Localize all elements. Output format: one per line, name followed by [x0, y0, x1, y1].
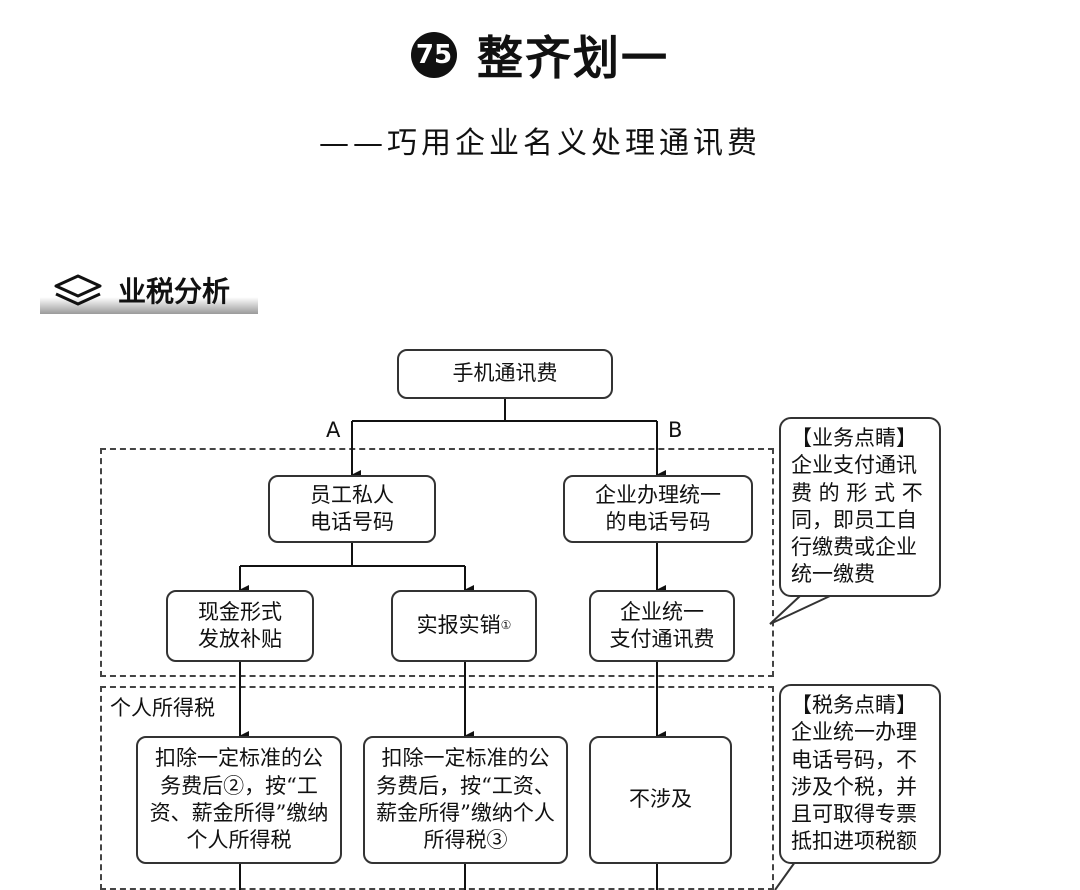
page-title: 75 整齐划一: [0, 22, 1080, 88]
business-note-callout: 【业务点睛】 企业支付通讯 费 的 形 式 不 同，即员工自 行缴费或企业 统一…: [779, 417, 941, 597]
company-pays-node: 企业统一 支付通讯费: [589, 590, 735, 662]
chapter-subtitle: ——巧用企业名义处理通讯费: [319, 126, 761, 161]
tax-section-label: 个人所得税: [110, 696, 215, 720]
section-label: 业税分析: [118, 275, 231, 308]
business-region: [100, 448, 774, 677]
root-node: 手机通讯费: [397, 349, 613, 399]
layers-icon: [54, 274, 102, 306]
branch-label-a: A: [326, 418, 341, 442]
actual-reimbursement-label: 实报实销: [416, 613, 501, 638]
chapter-number-badge: 75: [411, 32, 457, 78]
cash-subsidy-node: 现金形式 发放补贴: [166, 590, 314, 662]
tax-result-cash-node: 扣除一定标准的公务费后②，按“工资、薪金所得”缴纳个人所得税: [136, 736, 342, 864]
company-phone-node: 企业办理统一 的电话号码: [563, 475, 753, 543]
tax-note-callout: 【税务点睛】 企业统一办理 电话号码，不 涉及个税，并 且可取得专票 抵扣进项税…: [779, 684, 941, 864]
tax-result-unified-node: 不涉及: [589, 736, 732, 864]
footnote-mark-1: ①: [500, 618, 512, 633]
tax-result-reimburse-node: 扣除一定标准的公务费后，按“工资、薪金所得”缴纳个人所得税③: [363, 736, 568, 864]
tax-region: [100, 686, 774, 890]
branch-label-b: B: [668, 418, 683, 442]
chapter-title: 整齐划一: [477, 31, 669, 85]
private-phone-node: 员工私人 电话号码: [268, 475, 436, 543]
